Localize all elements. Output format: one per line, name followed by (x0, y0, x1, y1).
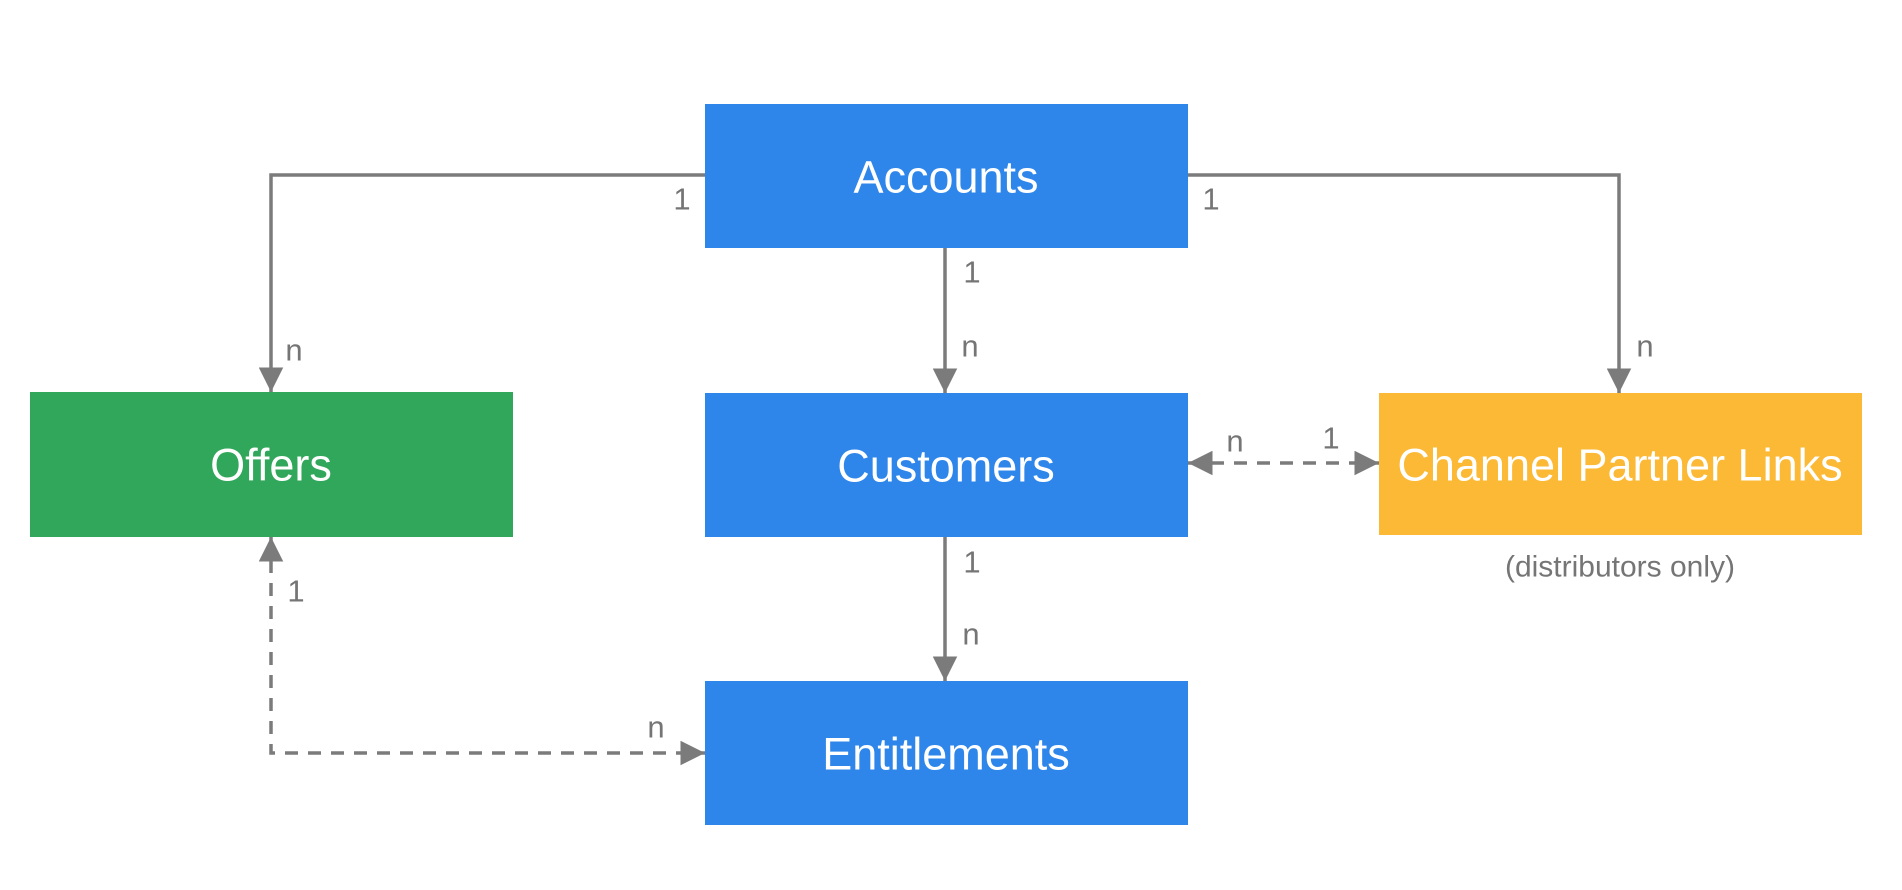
node-accounts-label: Accounts (853, 152, 1038, 203)
node-offers: Offers (30, 392, 513, 537)
nodes-layer: Accounts Offers Customers Channel Partne… (30, 104, 1862, 825)
node-offers-label: Offers (210, 440, 332, 491)
node-customers-box (705, 393, 1188, 537)
edge-accounts-channel-partner-links-target-multiplicity: n (1636, 329, 1653, 364)
node-customers-label: Customers (837, 441, 1055, 492)
edges-layer: 1 n 1 n 1 n n 1 1 n 1 n (258, 173, 1654, 766)
edge-accounts-channel-partner-links (1188, 173, 1632, 393)
edge-accounts-offers-source-multiplicity: 1 (673, 182, 690, 217)
edge-accounts-customers-target-multiplicity: n (961, 329, 978, 364)
edge-customers-entitlements-target-multiplicity: n (962, 617, 979, 652)
edge-customers-channel-partner-links-target-multiplicity: 1 (1322, 421, 1339, 456)
edge-offers-entitlements-target-multiplicity: n (647, 710, 664, 745)
node-accounts: Accounts (705, 104, 1188, 248)
node-entitlements-box (705, 681, 1188, 825)
edge-customers-channel-partner-links-source-multiplicity: n (1226, 424, 1243, 459)
edge-accounts-offers (258, 173, 705, 392)
node-entitlements-label: Entitlements (822, 729, 1070, 780)
node-entitlements: Entitlements (705, 681, 1188, 825)
node-customers: Customers (705, 393, 1188, 537)
edge-accounts-customers-source-multiplicity: 1 (963, 255, 980, 290)
node-channel-partner-links-caption: (distributors only) (1505, 551, 1735, 584)
node-channel-partner-links-box (1379, 393, 1862, 535)
node-channel-partner-links-label: Channel Partner Links (1397, 440, 1842, 491)
node-accounts-box (705, 104, 1188, 248)
edge-accounts-offers-target-multiplicity: n (285, 333, 302, 368)
edge-offers-entitlements-source-multiplicity: 1 (287, 574, 304, 609)
node-channel-partner-links: Channel Partner Links (distributors only… (1379, 393, 1862, 584)
node-offers-box (30, 392, 513, 537)
edge-customers-entitlements-source-multiplicity: 1 (963, 545, 980, 580)
edge-offers-entitlements (258, 537, 705, 766)
edge-accounts-channel-partner-links-source-multiplicity: 1 (1202, 182, 1219, 217)
